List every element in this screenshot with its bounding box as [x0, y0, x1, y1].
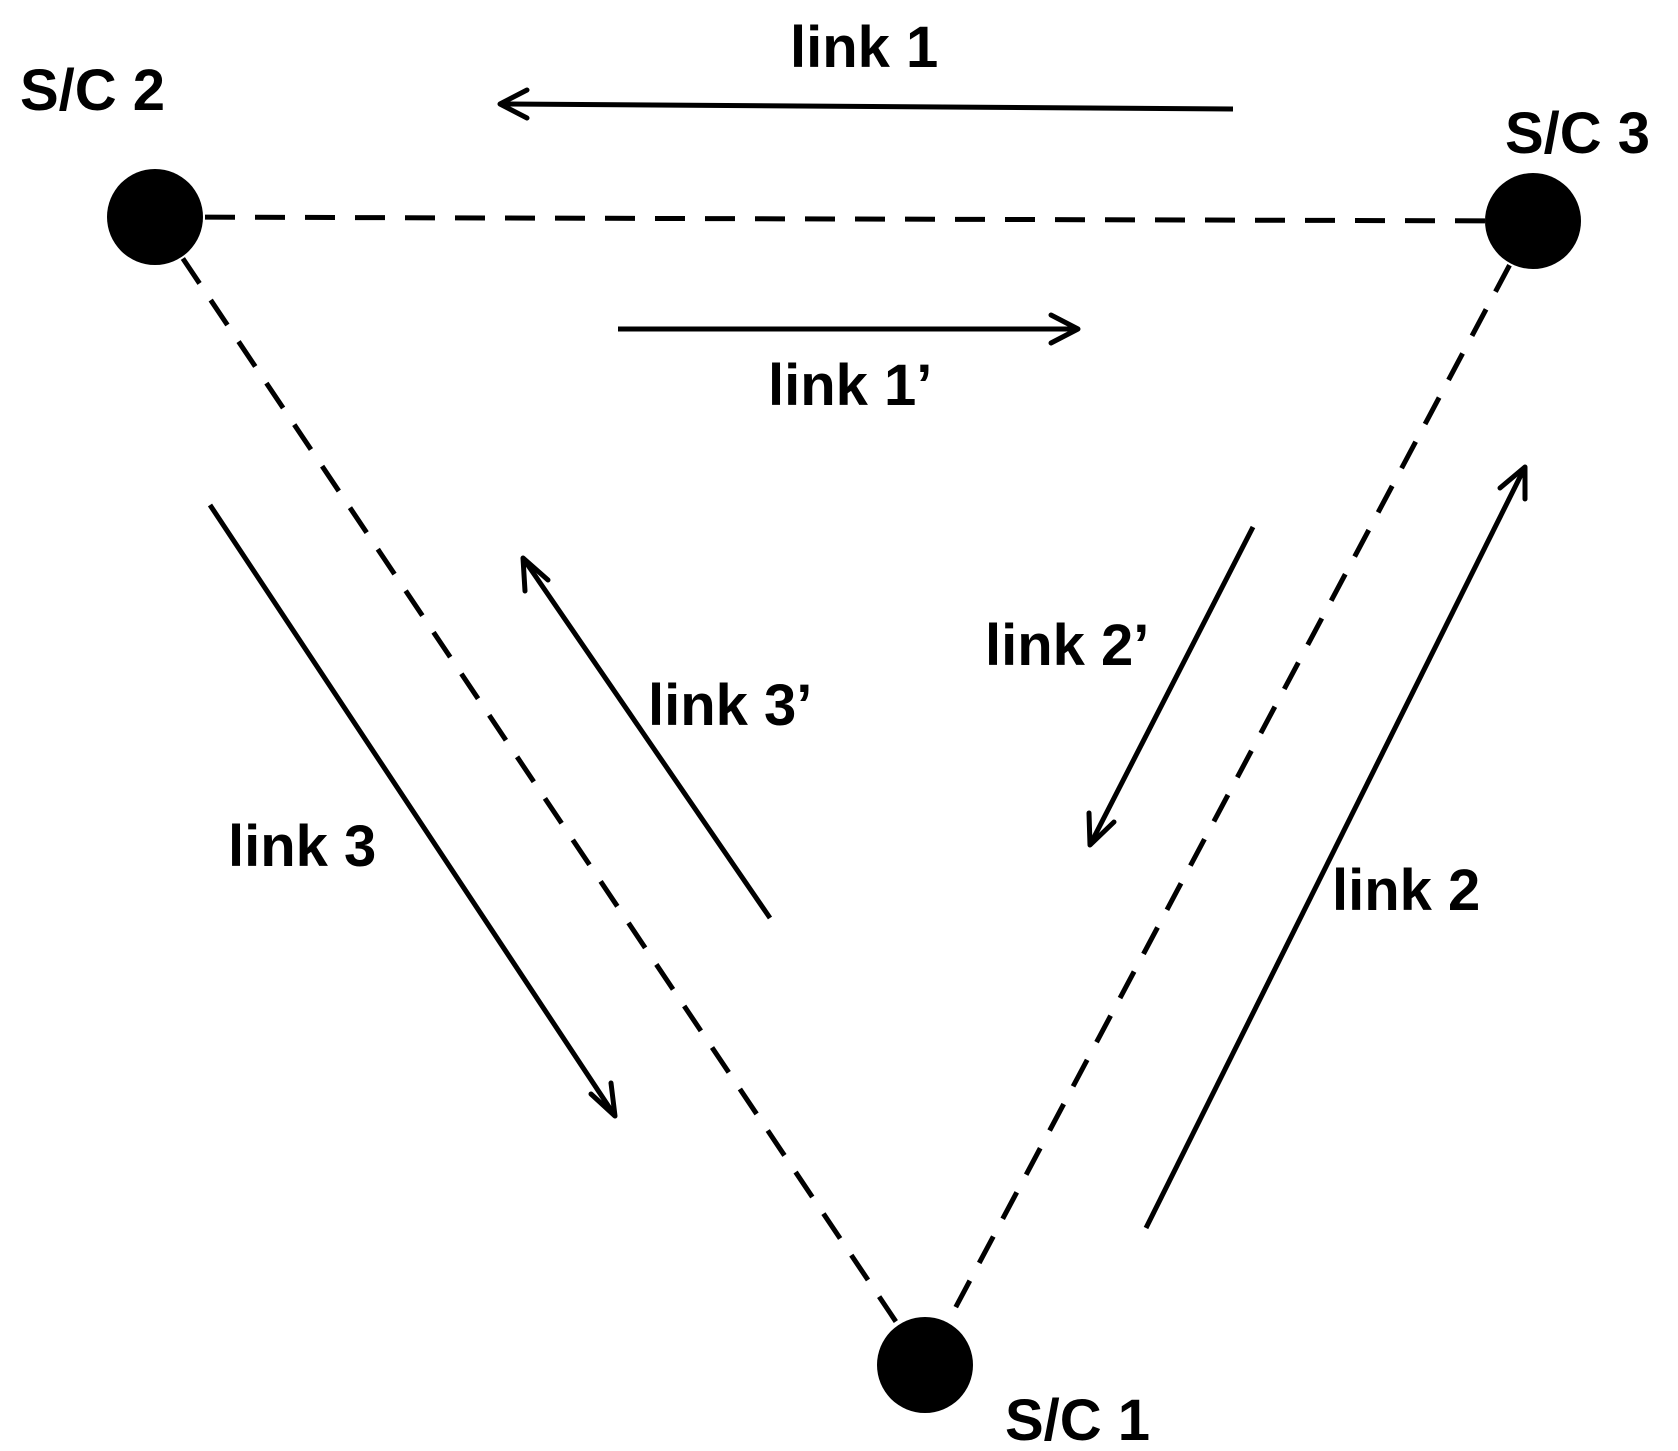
link1-arrow [499, 101, 1234, 112]
link2-label: link 2 [1332, 858, 1480, 923]
arm-sc2-sc1 [152, 215, 928, 1367]
link2-arrowhead [1497, 464, 1528, 502]
link3p-arrowhead [520, 555, 551, 594]
spacecraft-sc2-node [107, 169, 203, 265]
link1p-label: link 1’ [768, 353, 932, 418]
arm-sc3-sc1 [922, 219, 1536, 1367]
link3p-label: link 3’ [648, 673, 812, 738]
link3-arrowhead [588, 1080, 618, 1119]
spacecraft-sc3-label: S/C 3 [1505, 101, 1650, 166]
link2p-arrowhead [1086, 810, 1117, 848]
link3-arrow [207, 503, 618, 1118]
spacecraft-sc1-node [877, 1317, 973, 1413]
link1-label: link 1 [790, 15, 938, 80]
spacecraft-sc3-node [1485, 173, 1581, 269]
link2-arrow [1143, 465, 1528, 1230]
link2p-label: link 2’ [985, 613, 1149, 678]
link3p-arrow [520, 556, 773, 920]
link1-arrowhead [497, 87, 530, 121]
spacecraft-sc2-label: S/C 2 [20, 58, 165, 123]
arm-sc2-sc3 [154, 214, 1534, 224]
spacecraft-sc1-label: S/C 1 [1005, 1388, 1150, 1451]
link3-label: link 3 [228, 814, 376, 879]
link1p-arrowhead [1048, 312, 1081, 346]
link2p-arrow [1087, 525, 1256, 847]
